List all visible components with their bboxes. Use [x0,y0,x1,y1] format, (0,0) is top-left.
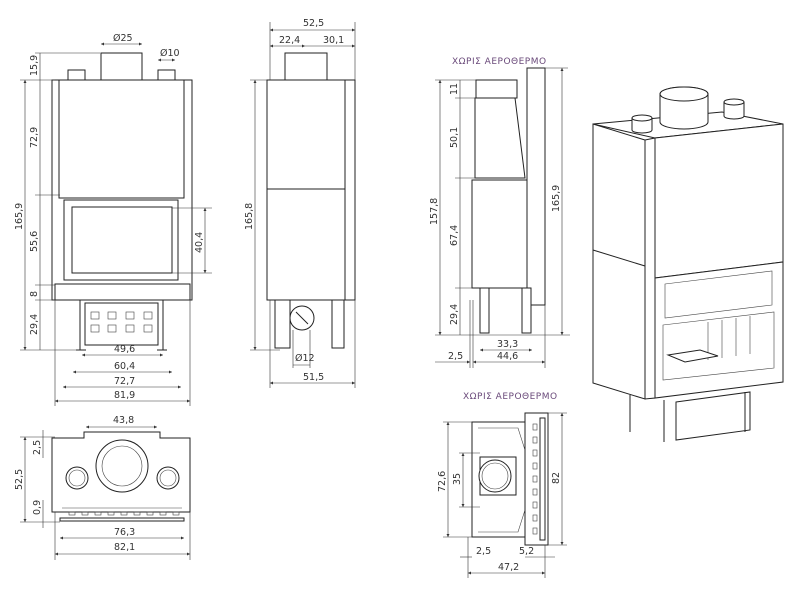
dim-bottom-offset: 0,9 [32,500,43,515]
flue-pipe [659,86,709,102]
dim-upper-height-nf: 50,1 [449,127,460,148]
side-view: 52,5 22,4 30,1 165,8 Ø12 51,5 [244,18,356,388]
dim-width-1: 49,6 [114,344,135,355]
dim-middle-height-nf: 67,4 [449,225,460,246]
view-title: ΧΩΡΙΣ ΑΕΡΟΘΕΡΜΟ [463,392,558,402]
side-view-no-fan: ΧΩΡΙΣ ΑΕΡΟΘΕΡΜΟ 157,8 11 50,1 67,4 29,4 … [429,57,570,368]
side-face [592,123,646,400]
dim-base-height: 29,4 [29,314,40,335]
dim-glass-height: 40,4 [194,232,205,253]
dim-flue-diameter: Ø25 [113,33,133,44]
side-frame-strip [344,79,356,301]
base-box-3d [675,391,751,441]
dim-width-4: 81,9 [114,390,135,401]
dim-width-3: 72,7 [114,376,135,387]
upper-panel [58,79,185,199]
dim-body-depth-nf: 72,6 [437,471,448,492]
isometric-view [592,86,784,442]
dim-frame-depth-nf: 82 [551,472,562,484]
dim-collar-width: 43,8 [113,415,134,426]
dim-pipe-diameter: Ø10 [160,48,180,59]
vent-slots [68,511,180,516]
dim-plan-depth: 52,5 [14,469,25,490]
front-upper-panel [654,123,784,279]
dim-leg-span-nf: 33,3 [497,339,518,350]
dim-top-height-nf: 11 [449,83,460,95]
ledge [54,283,191,301]
front-door [654,261,784,399]
dim-air-inlet-diameter: Ø12 [295,353,315,364]
dim-top-pipe-height: 15,9 [29,55,40,76]
dim-depth-nf: 44,6 [497,351,518,362]
dim-ledge-height: 8 [29,291,40,297]
dim-outer-width: 82,1 [114,542,135,553]
view-title: ΧΩΡΙΣ ΑΕΡΟΘΕΡΜΟ [452,57,547,67]
dim-left-offset-nf: 2,5 [476,546,491,557]
dim-collar-depth-nf: 35 [452,473,463,485]
dim-total-height-nf: 157,8 [429,198,440,225]
dim-door-height: 55,6 [29,231,40,252]
ash-tray [666,349,719,363]
dim-frame-height-nf: 165,9 [551,185,562,212]
frame-strip [526,67,546,306]
dim-inner-width: 76,3 [114,527,135,538]
dim-offset-nf: 2,5 [448,351,463,362]
flue-opening [95,439,149,493]
dim-upper-height: 72,9 [29,127,40,148]
dim-side-height: 165,8 [244,203,255,230]
glass [71,206,173,274]
dim-depth-back: 30,1 [323,35,344,46]
dim-total-height: 165,9 [14,203,25,230]
slot-column [532,423,538,535]
dim-total-width-nf: 47,2 [498,562,519,573]
flue-collar-side [284,52,328,81]
front-view: Ø25 Ø10 165,9 15,9 72,9 55,6 8 29,4 40,4… [14,33,212,406]
dim-width-2: 60,4 [114,361,135,372]
dim-depth-front: 22,4 [279,35,300,46]
top-plan-no-fan: ΧΩΡΙΣ ΑΕΡΟΘΕΡΜΟ 72,6 35 82 2,5 5,2 47,2 [437,392,567,578]
base-vents [90,311,153,333]
right-pipe [157,69,176,81]
flue-collar [100,52,143,81]
left-pipe [67,69,86,81]
top-plan: 43,8 52,5 2,5 0,9 76,3 82,1 [14,415,191,560]
dim-base-height-nf: 29,4 [449,304,460,325]
flue-opening [478,459,512,493]
dim-top-offset: 2,5 [32,440,43,455]
dim-total-depth: 52,5 [303,18,324,29]
side-body [266,79,346,301]
base-box [84,302,159,346]
dim-base-depth: 51,5 [303,372,324,383]
dim-right-offset-nf: 5,2 [519,546,534,557]
